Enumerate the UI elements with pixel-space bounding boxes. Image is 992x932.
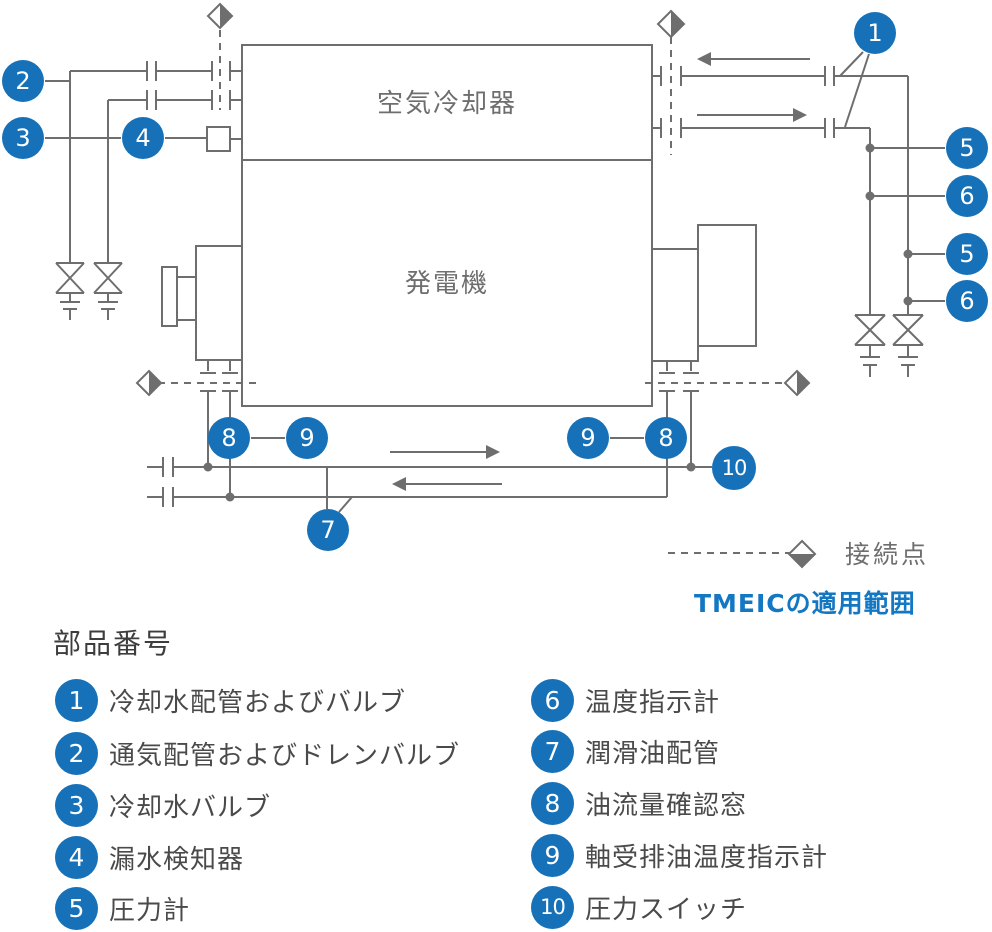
flange-icon — [162, 457, 174, 507]
marker-9-left: 9 — [286, 417, 328, 459]
legend-item-2: 2 通気配管およびドレンバルブ — [55, 731, 460, 775]
svg-text:6: 6 — [959, 287, 974, 315]
generator-label: 発電機 — [405, 269, 489, 299]
legend-badge-7: 7 — [531, 729, 574, 773]
svg-text:7: 7 — [320, 516, 335, 544]
valve-icon — [55, 262, 123, 320]
marker-10: 10 — [712, 446, 756, 490]
svg-text:6: 6 — [959, 182, 974, 210]
leak-detector-box — [206, 126, 231, 152]
legend-badge-10: 10 — [531, 885, 574, 929]
legend-item-9: 9 軸受排油温度指示計 — [531, 833, 828, 877]
machine-outline — [161, 44, 757, 407]
marker-5-top: 5 — [946, 127, 988, 169]
diagram-svg: 空気冷却器 発電機 1 2 3 4 5 6 5 6 8 9 9 8 10 7 接… — [2, 2, 988, 618]
legend-badge-2: 2 — [55, 731, 98, 775]
legend-item-4: 4 漏水検知器 — [55, 835, 244, 879]
marker-6-bottom: 6 — [946, 280, 988, 322]
svg-text:3: 3 — [15, 124, 30, 152]
connection-point-legend: 接続点 — [668, 539, 929, 569]
cooling-water-piping-left — [45, 61, 242, 320]
legend-item-5: 5 圧力計 — [55, 886, 190, 930]
cooling-water-piping-right — [652, 51, 945, 377]
legend-label-10: 圧力スイッチ — [585, 894, 748, 925]
legend-label-4: 漏水検知器 — [109, 844, 245, 875]
svg-text:1: 1 — [867, 19, 882, 47]
legend-badge-5: 5 — [55, 886, 98, 930]
air-cooler-label: 空気冷却器 — [377, 89, 517, 119]
legend-item-8: 8 油流量確認窓 — [531, 781, 747, 825]
flow-arrow-icon — [390, 52, 810, 491]
scope-label: TMEICの適用範囲 — [694, 589, 916, 618]
legend-item-1: 1 冷却水配管およびバルブ — [55, 678, 406, 722]
legend-label-2: 通気配管およびドレンバルブ — [109, 740, 461, 771]
svg-text:2: 2 — [15, 67, 30, 95]
marker-6-top: 6 — [946, 175, 988, 217]
legend-label-5: 圧力計 — [109, 895, 191, 926]
legend-label-7: 潤滑油配管 — [585, 738, 721, 769]
marker-1: 1 — [854, 12, 896, 54]
marker-3: 3 — [2, 117, 44, 159]
svg-text:8: 8 — [221, 424, 236, 452]
legend-title: 部品番号 — [53, 627, 174, 660]
legend-badge-8: 8 — [531, 781, 574, 825]
marker-4: 4 — [122, 117, 164, 159]
marker-8-right: 8 — [645, 417, 687, 459]
svg-text:10: 10 — [722, 456, 747, 480]
legend-item-6: 6 温度指示計 — [531, 678, 720, 722]
junction-dots — [203, 143, 913, 502]
legend-label-6: 温度指示計 — [585, 687, 721, 718]
svg-text:5: 5 — [959, 134, 974, 162]
svg-text:4: 4 — [135, 124, 150, 152]
legend-badge-6: 6 — [531, 678, 574, 722]
legend-item-3: 3 冷却水バルブ — [55, 783, 271, 827]
legend-badge-4: 4 — [55, 835, 98, 879]
marker-5-bottom: 5 — [946, 233, 988, 275]
legend-item-10: 10 圧力スイッチ — [531, 885, 747, 929]
flange-icon — [660, 66, 835, 138]
valve-icon — [854, 314, 924, 377]
marker-8-left: 8 — [208, 417, 250, 459]
marker-2: 2 — [2, 60, 44, 102]
legend-badge-3: 3 — [55, 783, 98, 827]
legend-label-1: 冷却水配管およびバルブ — [109, 687, 407, 718]
legend-label-3: 冷却水バルブ — [109, 792, 272, 823]
connection-point-label: 接続点 — [845, 540, 929, 569]
svg-text:9: 9 — [299, 424, 314, 452]
legend-label-9: 軸受排油温度指示計 — [585, 842, 829, 873]
legend-badge-9: 9 — [531, 833, 574, 877]
connection-dashed-lines — [158, 30, 785, 384]
legend-badge-1: 1 — [55, 678, 98, 722]
connection-point-icon — [135, 2, 811, 397]
svg-text:9: 9 — [580, 424, 595, 452]
marker-9-right: 9 — [567, 417, 609, 459]
marker-7: 7 — [307, 509, 349, 551]
legend-label-8: 油流量確認窓 — [585, 790, 748, 821]
flange-icon — [146, 61, 231, 110]
legend-item-7: 7 潤滑油配管 — [531, 729, 720, 773]
svg-text:8: 8 — [658, 424, 673, 452]
svg-text:5: 5 — [959, 240, 974, 268]
